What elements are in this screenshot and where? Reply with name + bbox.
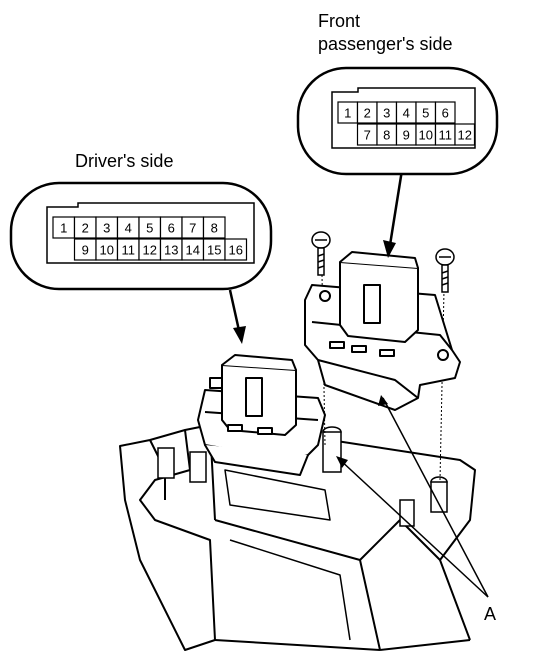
driver-pin-number: 4 (125, 221, 132, 236)
front-pin-cell (454, 123, 476, 146)
driver-pin-number: 13 (164, 243, 178, 258)
driver-pin-number: 14 (186, 243, 200, 258)
driver-pin-number: 8 (211, 221, 218, 236)
callout-a-arrowheads (336, 395, 388, 468)
mounting-screws (311, 231, 455, 293)
front-pin-number: 11 (439, 128, 453, 143)
front-passenger-switch-unit (304, 251, 461, 411)
driver-pin-number: 1 (60, 221, 67, 236)
driver-pin-number: 16 (229, 243, 243, 258)
front-label-line2: passenger's side (318, 34, 453, 54)
driver-switch-unit (197, 354, 326, 476)
front-pin-cell (434, 101, 456, 124)
driver-pin-number: 7 (189, 221, 196, 236)
driver-label: Driver's side (75, 151, 173, 171)
front-pin-number: 1 (344, 106, 351, 121)
driver-pin-cell (224, 238, 248, 261)
driver-pin-number: 6 (168, 221, 175, 236)
driver-pin-cell (202, 216, 226, 239)
driver-pin-number: 3 (103, 221, 110, 236)
front-pin-number: 7 (364, 128, 371, 143)
front-pin-number: 10 (419, 128, 433, 143)
front-pin-number: 8 (383, 128, 390, 143)
front-label-line1: Front (318, 11, 360, 31)
driver-pin-number: 15 (207, 243, 221, 258)
front-pin-number: 9 (403, 128, 410, 143)
mounting-posts (157, 426, 448, 527)
driver-pin-number: 12 (143, 243, 157, 258)
driver-pin-number: 5 (146, 221, 153, 236)
callout-a-lines (337, 397, 489, 598)
driver-pin-number: 10 (100, 243, 114, 258)
front-pin-number: 5 (422, 106, 429, 121)
front-pin-number: 2 (364, 106, 371, 121)
front-pin-number: 6 (442, 106, 449, 121)
driver-pin-number: 9 (82, 243, 89, 258)
callout-a-label: A (484, 604, 496, 624)
driver-pin-number: 2 (82, 221, 89, 236)
front-pin-number: 3 (383, 106, 390, 121)
front-pin-number: 12 (458, 128, 472, 143)
driver-pin-number: 11 (122, 243, 136, 258)
leader-arrowheads (233, 240, 396, 344)
front-pin-number: 4 (403, 106, 410, 121)
